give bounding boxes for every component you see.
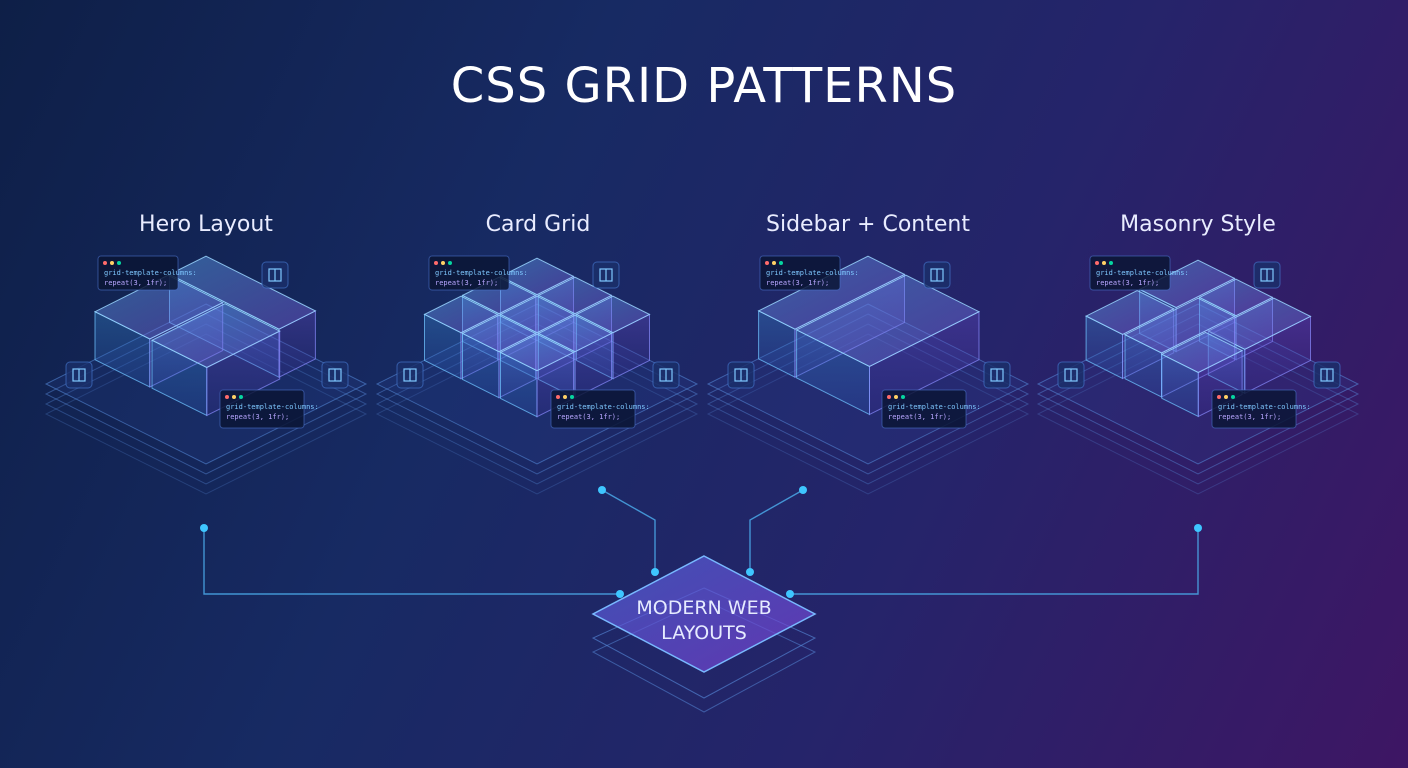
code-text: repeat(3, 1fr); [888,413,951,421]
code-text: repeat(3, 1fr); [1096,279,1159,287]
code-text: repeat(3, 1fr); [557,413,620,421]
code-text: repeat(3, 1fr); [104,279,167,287]
node-dot [786,590,794,598]
grid-block [1160,331,1244,418]
platform-layer [375,323,699,485]
connector-hero [203,528,620,595]
code-panel: grid-template-columns: repeat(3, 1fr); [759,255,859,291]
code-text: repeat(3, 1fr); [226,413,289,421]
layout-icon [1057,361,1085,389]
pattern-label-hero: Hero Layout [139,212,273,237]
page-title: CSS GRID PATTERNS [450,58,958,114]
grid-icon [983,361,1011,389]
node-dot [651,568,659,576]
pattern-illustration-2: grid-template-columns:repeat(3, 1fr);gri… [375,255,699,495]
platform-layer [44,333,368,495]
layout-icon [396,361,424,389]
code-text: repeat(3, 1fr); [1218,413,1281,421]
grid-icon [1313,361,1341,389]
node-dot [1194,524,1202,532]
grid-icon [321,361,349,389]
diamond-top [591,555,817,673]
platform-layer [1036,323,1360,485]
code-text: repeat(3, 1fr); [435,279,498,287]
connector-lines [203,489,1199,595]
platform-layer [1036,333,1360,495]
connector-nodes [200,486,1202,598]
pattern-label-masonry: Masonry Style [1120,212,1276,237]
code-text: grid-template-columns: [435,269,528,277]
sliders-icon [1253,261,1281,289]
platform-layer [706,333,1030,495]
node-dot [746,568,754,576]
code-panel: grid-template-columns: repeat(3, 1fr); [550,389,650,429]
grid-block [795,274,981,416]
grid-icon [652,361,680,389]
code-text: grid-template-columns: [766,269,859,277]
code-text: repeat(3, 1fr); [766,279,829,287]
node-dot [200,524,208,532]
gear-icon [261,261,289,289]
layout-icon [65,361,93,389]
center-label: MODERN WEB LAYOUTS [604,596,804,646]
code-text: grid-template-columns: [888,403,981,411]
connector-card [601,489,656,572]
code-panel: grid-template-columns: repeat(3, 1fr); [1211,389,1311,429]
layout-icon [727,361,755,389]
code-panel: grid-template-columns: repeat(3, 1fr); [881,389,981,429]
code-panel: grid-template-columns: repeat(3, 1fr); [1089,255,1189,291]
node-dot [799,486,807,494]
code-panel: grid-template-columns: repeat(3, 1fr); [219,389,319,429]
platform-layer [375,333,699,495]
pattern-illustration-1: grid-template-columns:repeat(3, 1fr);gri… [44,255,368,495]
code-text: grid-template-columns: [1096,269,1189,277]
code-text: grid-template-columns: [557,403,650,411]
platform-layer [44,323,368,485]
center-label-line1: MODERN WEB [636,597,772,619]
platform-layer [375,313,699,475]
layout-icon [923,261,951,289]
platform-layer [706,313,1030,475]
node-dot [598,486,606,494]
node-dot [616,590,624,598]
gear-icon [592,261,620,289]
connector-sidebar [749,489,804,572]
diamond-layer [591,599,817,713]
pattern-illustration-3: grid-template-columns:repeat(3, 1fr);gri… [706,255,1030,495]
code-panel: grid-template-columns: repeat(3, 1fr); [97,255,197,291]
connector-masonry [790,528,1199,595]
code-text: grid-template-columns: [1218,403,1311,411]
platform-layer [44,313,368,475]
pattern-label-sidebar: Sidebar + Content [766,212,970,237]
code-text: grid-template-columns: [226,403,319,411]
platform-layer [706,323,1030,485]
pattern-illustration-4: grid-template-columns:repeat(3, 1fr);gri… [1036,255,1360,495]
center-diamond [591,555,817,713]
platform-layer [1036,313,1360,475]
pattern-label-card: Card Grid [485,212,591,237]
code-text: grid-template-columns: [104,269,197,277]
code-panel: grid-template-columns: repeat(3, 1fr); [428,255,528,291]
center-label-line2: LAYOUTS [661,622,747,644]
